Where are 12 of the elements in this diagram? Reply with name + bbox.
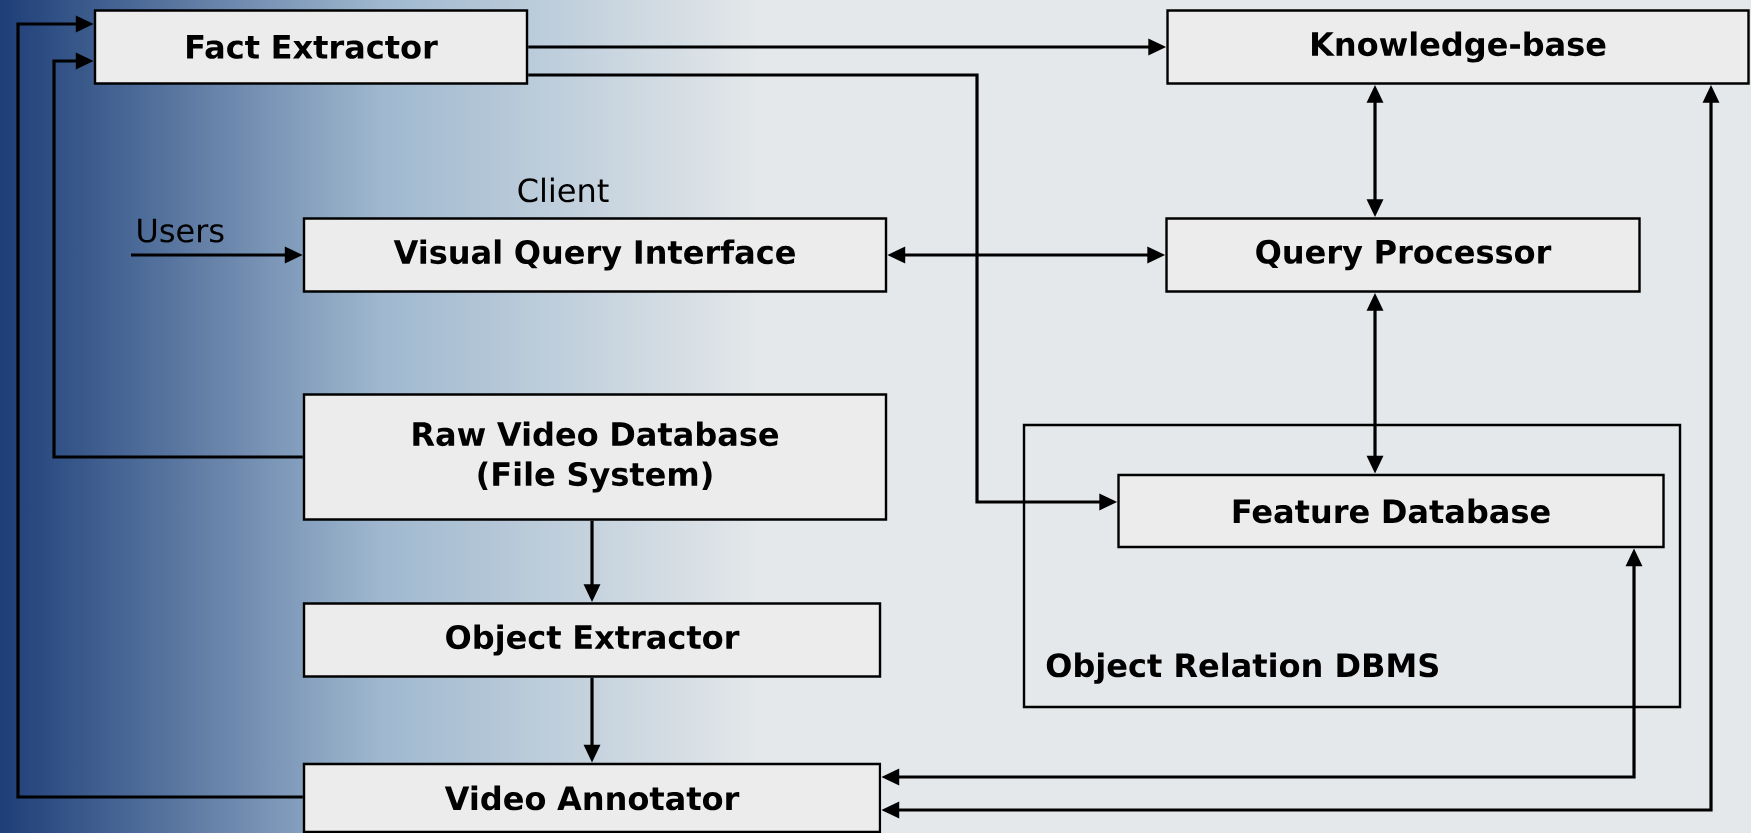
process-box: Object Extractor [302, 602, 882, 678]
process-box: Visual Query Interface [302, 217, 888, 293]
arrow [16, 15, 303, 799]
process-box: Knowledge-base [1166, 9, 1750, 85]
caption-label: Client [518, 177, 609, 203]
arrow [52, 52, 303, 459]
input-label: Users [138, 218, 224, 243]
process-box: Raw Video Database (File System) [302, 393, 888, 521]
process-box: Video Annotator [302, 762, 882, 833]
process-box: Fact Extractor [93, 9, 529, 85]
process-box: Query Processor [1165, 217, 1641, 293]
process-box: Feature Database [1117, 473, 1665, 549]
